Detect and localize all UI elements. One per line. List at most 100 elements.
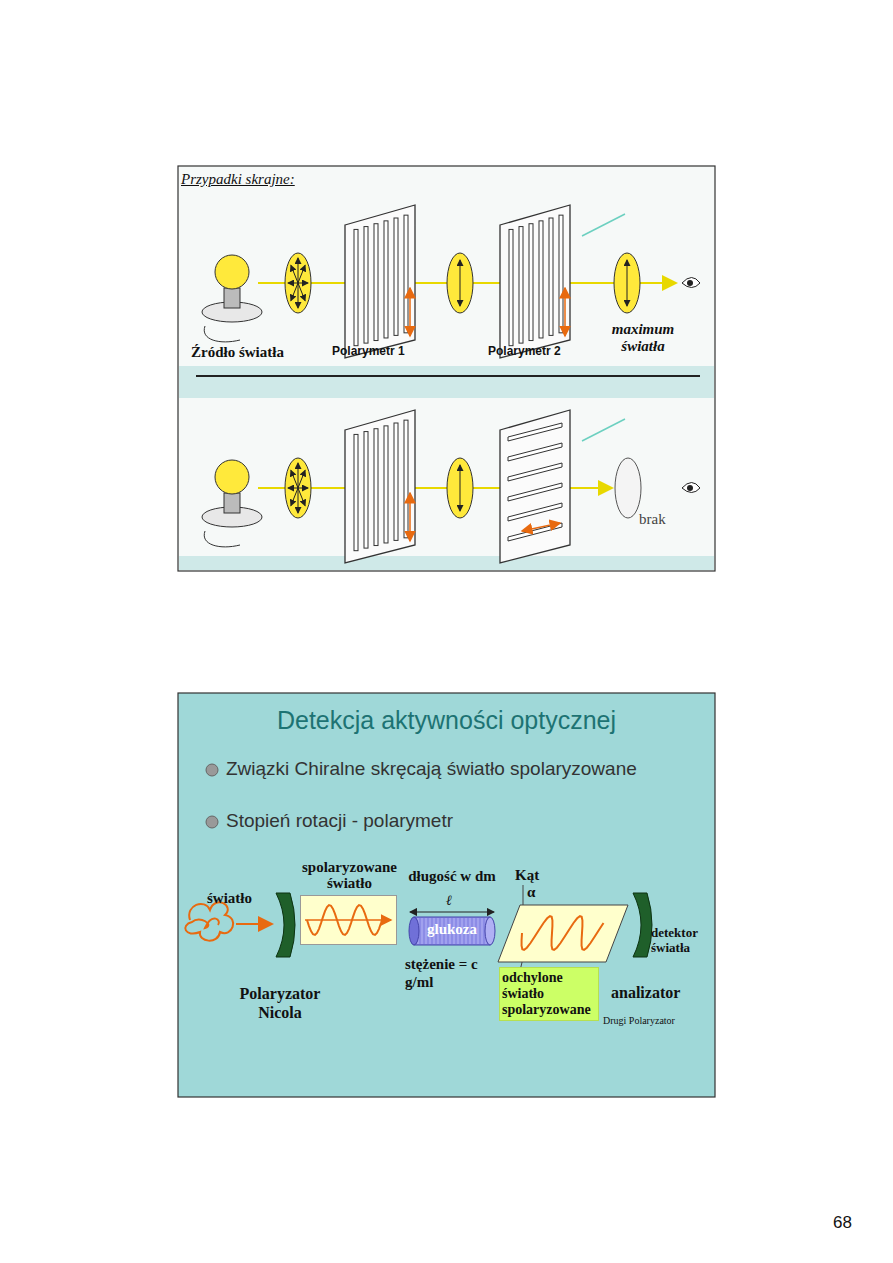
slit (508, 423, 562, 441)
sample-tube: glukoza (408, 916, 496, 946)
pupil (687, 280, 693, 286)
axis-arrow (409, 288, 411, 336)
slit (559, 215, 563, 333)
bullet-text: Stopień rotacji - polarymetr (226, 810, 453, 832)
polarized-disc (447, 458, 473, 518)
part-name: Źródło światła (191, 344, 284, 361)
slit (404, 420, 408, 538)
polarized-disc (614, 253, 640, 313)
pointer-line (582, 214, 625, 236)
light-wave (522, 916, 604, 950)
deflected-light-box: odchylone światło spolaryzowane (499, 967, 599, 1021)
cable (204, 326, 240, 342)
result-label: brak (639, 511, 666, 528)
band (179, 556, 714, 570)
dimension-symbol: ℓ (446, 893, 452, 909)
bullet (206, 764, 218, 776)
polarizer-plate (500, 205, 570, 358)
slit (374, 224, 378, 341)
eye (682, 483, 700, 493)
light-scribble (185, 902, 233, 940)
pupil (687, 485, 693, 491)
slit (354, 434, 358, 550)
slit (539, 221, 543, 338)
slide-subtitle: Przypadki skrajne: (181, 171, 295, 188)
light-bulb (215, 255, 249, 289)
vibration-arrow (291, 470, 305, 505)
polarized-disc (447, 253, 473, 313)
axis-arrow (522, 523, 560, 531)
pointer-line (582, 419, 625, 441)
polarizer-plate (276, 893, 295, 957)
polarizer-row (202, 205, 700, 358)
polarized-light-box: spolaryzowane światło (300, 895, 397, 945)
slit (508, 443, 562, 461)
polarizer-plate (345, 205, 415, 358)
node-label: glukoza (408, 916, 496, 943)
slit (508, 503, 562, 521)
page-number: 68 (833, 1213, 852, 1233)
slit (394, 423, 398, 540)
vibration-arrow (460, 465, 461, 511)
slit (509, 229, 513, 345)
bullet-text: Związki Chiralne skręcają światło spolar… (226, 758, 637, 780)
lamp-socket (224, 493, 240, 513)
quantity-label: stężenie = c g/ml (405, 955, 495, 991)
analyzer-plate (633, 893, 652, 957)
slit (394, 218, 398, 335)
angle-label: Kąt (515, 867, 539, 884)
part-name: Polaryzator Nicola (222, 984, 338, 1022)
vibration-arrow (460, 260, 461, 306)
node-heading: spolaryzowane światło (289, 859, 410, 891)
length-arrow (410, 911, 494, 912)
angle-symbol: α (527, 884, 535, 901)
vibration-arrow (627, 260, 628, 306)
unpolarized-disc (285, 458, 311, 518)
slit (364, 432, 368, 549)
vibration-arrow (291, 265, 305, 300)
dark-disc (615, 458, 641, 518)
light-arrow (236, 923, 272, 925)
light-bulb (215, 460, 249, 494)
slit (364, 227, 368, 344)
slit (508, 523, 562, 541)
slide-frame (178, 693, 715, 1097)
node-label: odchylone światło spolaryzowane (502, 970, 596, 1018)
part-name: analizator (611, 984, 680, 1002)
light-arrow (305, 919, 391, 921)
slit (374, 429, 378, 546)
slit (404, 215, 408, 333)
eye (682, 278, 700, 288)
cable (204, 531, 240, 547)
result-label: maximum światła (602, 321, 684, 355)
part-name: Polarymetr 2 (488, 344, 561, 358)
slit (508, 483, 562, 501)
polarizer-plate (500, 410, 570, 563)
band (179, 366, 714, 398)
dimension-label: długość w dm (405, 868, 499, 885)
part-name: detektor światła (651, 925, 713, 955)
slit (354, 229, 358, 345)
polarizer-plate (345, 410, 415, 563)
slit (384, 426, 388, 543)
slit (508, 463, 562, 481)
axis-arrow (409, 493, 411, 541)
bullet (206, 816, 218, 828)
slit (549, 218, 553, 335)
unpolarized-disc (285, 253, 311, 313)
part-name: Drugi Polaryzator (603, 1015, 675, 1026)
slide-frame (178, 166, 715, 571)
slit (529, 224, 533, 341)
part-name: Polarymetr 1 (332, 344, 405, 358)
slit (384, 221, 388, 338)
part-name: światło (207, 890, 252, 907)
rotated-plane (498, 905, 628, 962)
axis-arrow (564, 288, 566, 336)
polarizer-row (202, 410, 700, 563)
slide-title: Detekcja aktywności optycznej (178, 706, 715, 735)
lamp-socket (224, 288, 240, 308)
wave-figure (301, 896, 396, 944)
divider (196, 375, 700, 377)
slit (519, 227, 523, 344)
